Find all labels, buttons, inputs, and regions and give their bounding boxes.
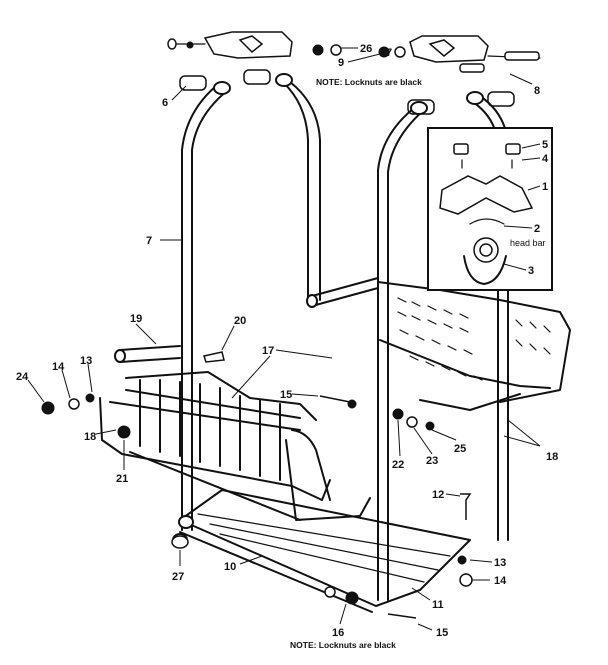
callout-24: 24 — [16, 371, 29, 383]
callout-22: 22 — [392, 459, 404, 471]
left-frame-tubes — [181, 73, 321, 531]
callout-20: 20 — [234, 315, 246, 327]
callout-27: 27 — [172, 571, 184, 583]
callout-14-right: 14 — [494, 575, 507, 587]
top-hanger-right — [409, 35, 541, 73]
callout-5: 5 — [542, 139, 548, 151]
rear-seat-pattern — [397, 297, 551, 381]
callout-14-left: 14 — [52, 361, 65, 373]
callout-23: 23 — [426, 455, 438, 467]
misc-hardware — [41, 351, 473, 619]
callout-19: 19 — [130, 313, 142, 325]
callout-18-left: 18 — [84, 431, 96, 443]
base-platform — [172, 489, 471, 613]
callout-2: 2 — [534, 223, 540, 235]
callout-13-left: 13 — [80, 355, 92, 367]
top-locknuts — [312, 44, 406, 58]
callout-11: 11 — [432, 599, 444, 611]
callout-26: 26 — [360, 43, 372, 55]
callout-17: 17 — [262, 345, 274, 357]
callout-labels: 26 9 7 8 6 7 5 4 1 2 3 19 20 17 24 14 13… — [16, 43, 558, 639]
cross-bars — [114, 277, 379, 363]
note-top: NOTE: Locknuts are black — [316, 77, 422, 87]
callout-25: 25 — [454, 443, 466, 455]
top-hanger-left — [167, 31, 293, 59]
callout-10: 10 — [224, 561, 236, 573]
inset-detail: head bar — [427, 127, 553, 291]
callout-21: 21 — [116, 473, 128, 485]
callout-15-mid: 15 — [280, 389, 292, 401]
callout-13-right: 13 — [494, 557, 506, 569]
callout-3: 3 — [528, 265, 534, 277]
leader-lines — [27, 47, 541, 631]
callout-1: 1 — [542, 181, 548, 193]
callout-7-top: 7 — [386, 47, 392, 59]
note-bottom: NOTE: Locknuts are black — [290, 640, 396, 650]
callout-6: 6 — [162, 97, 168, 109]
callout-15-bottom: 15 — [436, 627, 448, 639]
callout-8: 8 — [534, 85, 540, 97]
callout-12: 12 — [432, 489, 444, 501]
front-seat — [99, 371, 371, 521]
callout-16: 16 — [332, 627, 344, 639]
callout-4: 4 — [542, 153, 549, 165]
callout-7: 7 — [146, 235, 152, 247]
callout-18-right: 18 — [546, 451, 558, 463]
inset-head-bar-label: head bar — [510, 238, 546, 248]
rear-seat — [377, 281, 571, 411]
callout-9: 9 — [338, 57, 344, 69]
